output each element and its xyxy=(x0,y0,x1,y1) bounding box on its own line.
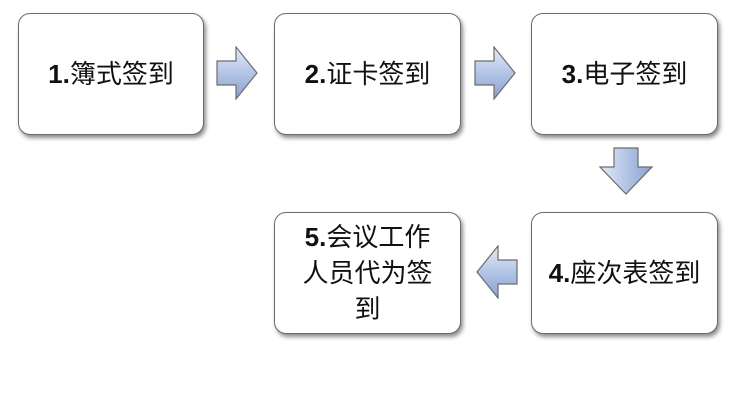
step-label-1: 1.簿式签到 xyxy=(48,56,174,93)
step-text-4: 座次表签到 xyxy=(570,258,701,289)
step-text-3: 电子签到 xyxy=(583,59,688,90)
step-number-4: 4. xyxy=(548,257,571,288)
step-label-2: 2.证卡签到 xyxy=(305,56,431,93)
step-box-4: 4.座次表签到 xyxy=(531,212,718,334)
step-number-3: 3. xyxy=(561,58,584,89)
step-number-5: 5. xyxy=(304,221,327,252)
step-number-2: 2. xyxy=(304,58,327,89)
step-label-4: 4.座次表签到 xyxy=(549,255,701,292)
step-text-5: 会议工作人员代为签到 xyxy=(302,222,433,325)
step-label-3: 3.电子签到 xyxy=(562,56,688,93)
down-arrow-icon xyxy=(599,147,653,195)
left-arrow-icon xyxy=(476,245,518,299)
right-arrow-icon xyxy=(216,46,258,100)
step-label-5: 5.会议工作人员代为签到 xyxy=(293,219,443,328)
step-box-5: 5.会议工作人员代为签到 xyxy=(274,212,461,334)
step-box-3: 3.电子签到 xyxy=(531,13,718,135)
step-text-1: 簿式签到 xyxy=(69,59,174,90)
step-number-1: 1. xyxy=(48,58,70,89)
step-box-2: 2.证卡签到 xyxy=(274,13,461,135)
step-box-1: 1.簿式签到 xyxy=(18,13,204,135)
step-text-2: 证卡签到 xyxy=(326,59,431,90)
right-arrow-icon xyxy=(474,46,516,100)
